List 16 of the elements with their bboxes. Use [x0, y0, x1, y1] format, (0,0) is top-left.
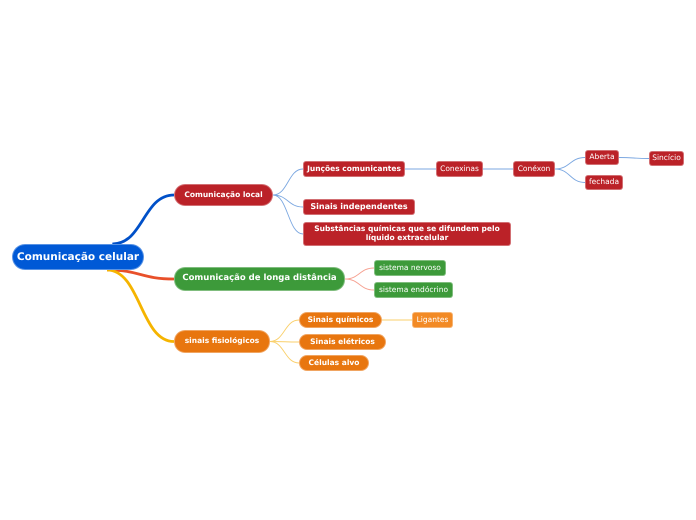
connector-line [106, 268, 174, 343]
connector-line [618, 157, 650, 159]
connector-line [272, 194, 304, 208]
connector-line [272, 194, 304, 234]
connector-line [482, 168, 514, 170]
topic-box: Comunicação de longa distância [174, 267, 345, 291]
connector-line [270, 341, 300, 342]
topic-box: Sinais independentes [303, 199, 415, 215]
connector-line [270, 341, 300, 364]
connector-line [270, 320, 300, 342]
connector-line [404, 168, 436, 170]
connector-line [272, 168, 304, 196]
connector-line [112, 194, 174, 246]
connector-line [554, 168, 586, 183]
connector-line [344, 278, 374, 290]
central-topic: Comunicação celular [12, 244, 144, 270]
